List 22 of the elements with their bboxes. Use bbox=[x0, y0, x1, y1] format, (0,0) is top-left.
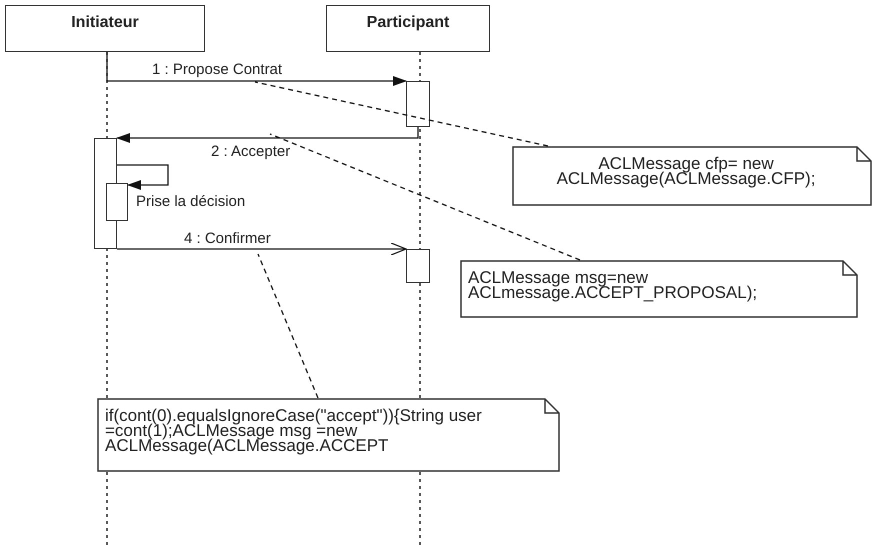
message-label: 1 : Propose Contrat bbox=[152, 61, 282, 78]
message-arrow bbox=[116, 127, 419, 143]
note-box bbox=[460, 260, 858, 318]
participant-box bbox=[5, 5, 205, 52]
activation-bar bbox=[406, 81, 430, 127]
message-arrow bbox=[117, 164, 169, 190]
note-box bbox=[97, 398, 560, 472]
note-text: if(cont(0).equalsIgnoreCase("accept")){String user =cont(1);ACLMessage msg =new ACLMessage(ACLMessage.ACCEPT bbox=[105, 408, 483, 453]
message-arrow bbox=[117, 242, 407, 256]
leader-line bbox=[270, 133, 580, 261]
activation-bar bbox=[106, 183, 128, 221]
participant-name: Participant bbox=[366, 14, 450, 33]
participant-name: Initiateur bbox=[71, 14, 139, 33]
activation-bar bbox=[406, 249, 430, 283]
message-label: 2 : Accepter bbox=[211, 143, 290, 160]
note-text: ACLMessage cfp= new ACLMessage(ACLMessage.CFP); bbox=[556, 156, 816, 186]
note-box bbox=[512, 146, 872, 206]
message-arrow bbox=[106, 52, 407, 86]
leader-line bbox=[257, 254, 319, 398]
note-text: ACLMessage msg=new ACLmessage.ACCEPT_PROPOSAL); bbox=[468, 270, 758, 300]
participant-box bbox=[326, 5, 490, 52]
leader-line bbox=[254, 81, 548, 147]
